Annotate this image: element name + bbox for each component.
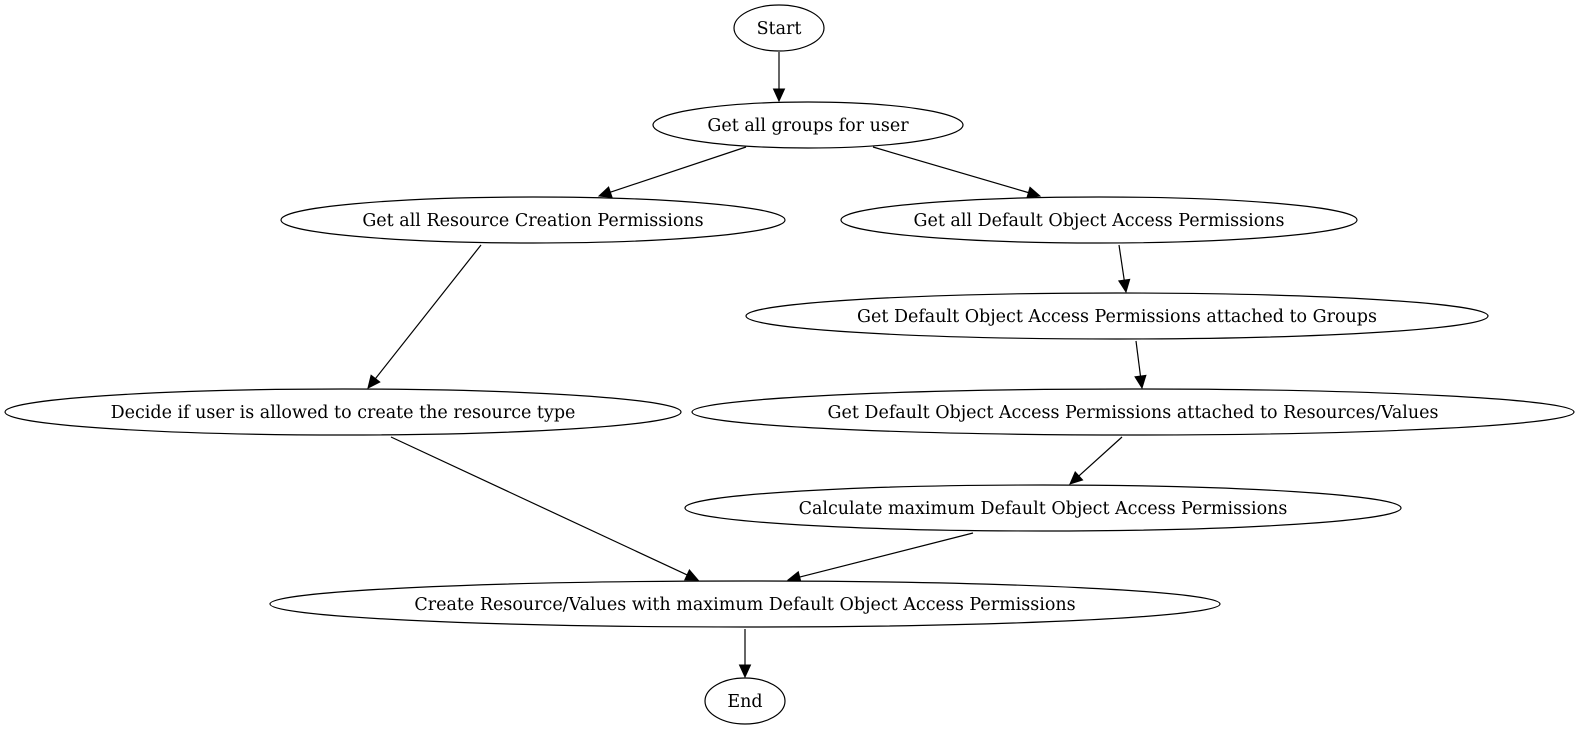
edge-doap-groups-to-doap-resources bbox=[1134, 340, 1147, 390]
node-start: Start bbox=[733, 4, 825, 52]
arrowhead bbox=[1069, 470, 1084, 485]
node-shape bbox=[684, 484, 1402, 532]
node-label: Decide if user is allowed to create the … bbox=[111, 403, 576, 423]
edge-get-rcp-to-decide bbox=[367, 244, 482, 389]
node-label: Get all Resource Creation Permissions bbox=[362, 211, 703, 231]
arrowhead bbox=[1026, 186, 1042, 199]
node-label: Get Default Object Access Permissions at… bbox=[857, 307, 1377, 327]
node-calc-max: Calculate maximum Default Object Access … bbox=[684, 484, 1402, 532]
node-get-groups: Get all groups for user bbox=[652, 101, 964, 149]
node-shape bbox=[745, 292, 1489, 340]
node-label: Get all Default Object Access Permission… bbox=[914, 211, 1285, 231]
node-doap-resources: Get Default Object Access Permissions at… bbox=[691, 388, 1575, 436]
node-shape bbox=[733, 4, 825, 52]
edge-doap-resources-to-calc-max bbox=[1069, 436, 1123, 485]
arrowhead bbox=[1117, 278, 1131, 294]
arrowhead bbox=[367, 374, 381, 389]
node-shape bbox=[269, 580, 1221, 628]
node-shape bbox=[840, 196, 1358, 244]
node-create: Create Resource/Values with maximum Defa… bbox=[269, 580, 1221, 628]
edge-decide-to-create bbox=[390, 436, 700, 581]
edge-get-doap-to-doap-groups bbox=[1117, 244, 1131, 294]
arrowhead bbox=[684, 568, 700, 581]
edges-layer bbox=[367, 52, 1147, 679]
node-label: Get all groups for user bbox=[707, 116, 909, 136]
edge-create-to-end bbox=[738, 629, 752, 679]
edge-line bbox=[1118, 244, 1125, 281]
node-shape bbox=[652, 101, 964, 149]
edge-calc-max-to-create bbox=[786, 532, 974, 584]
node-label: Get Default Object Access Permissions at… bbox=[828, 403, 1439, 423]
node-label: Start bbox=[757, 19, 802, 39]
node-label: Calculate maximum Default Object Access … bbox=[799, 499, 1288, 519]
edge-get-groups-to-get-doap bbox=[872, 146, 1042, 199]
edge-start-to-get-groups bbox=[772, 52, 786, 103]
edge-line bbox=[390, 436, 688, 576]
edge-get-groups-to-get-rcp bbox=[597, 146, 747, 198]
node-shape bbox=[691, 388, 1575, 436]
arrowhead bbox=[1134, 374, 1147, 390]
arrowhead bbox=[772, 88, 786, 103]
edge-line bbox=[799, 532, 974, 578]
node-end: End bbox=[704, 677, 786, 725]
edge-line bbox=[872, 146, 1029, 194]
edge-line bbox=[1135, 340, 1142, 377]
edge-line bbox=[1078, 436, 1123, 477]
edge-line bbox=[610, 146, 747, 193]
node-shape bbox=[280, 196, 786, 244]
node-get-rcp: Get all Resource Creation Permissions bbox=[280, 196, 786, 244]
arrowhead bbox=[597, 186, 613, 198]
node-decide: Decide if user is allowed to create the … bbox=[4, 388, 682, 436]
arrowhead bbox=[738, 664, 752, 679]
node-shape bbox=[704, 677, 786, 725]
node-get-doap: Get all Default Object Access Permission… bbox=[840, 196, 1358, 244]
edge-line bbox=[374, 244, 482, 379]
node-shape bbox=[4, 388, 682, 436]
node-label: End bbox=[727, 692, 762, 712]
node-label: Create Resource/Values with maximum Defa… bbox=[414, 595, 1075, 615]
node-doap-groups: Get Default Object Access Permissions at… bbox=[745, 292, 1489, 340]
